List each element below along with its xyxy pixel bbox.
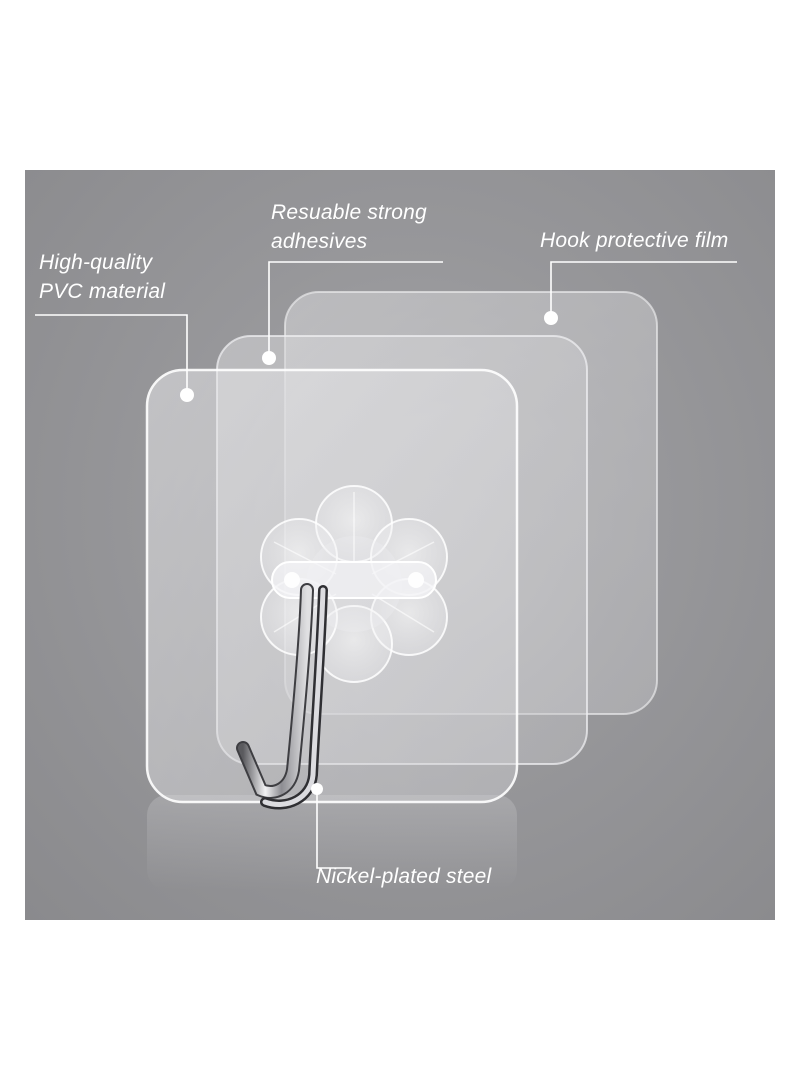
film-marker-dot: [544, 311, 558, 325]
steel-callout-line1: Nickel-plated steel: [316, 865, 492, 888]
adhesive-leader-line: [268, 261, 443, 358]
pvc-callout-line1: High-quality: [39, 251, 153, 274]
film-callout: Hook protective film: [540, 226, 728, 255]
adhesive-callout-line2: adhesives: [271, 230, 368, 253]
pvc-callout: High-quality PVC material: [39, 248, 165, 306]
pvc-leader-line: [35, 314, 188, 395]
leader-lines: [35, 261, 737, 869]
steel-marker-dot: [311, 783, 323, 795]
steel-leader-line: [316, 790, 351, 869]
film-callout-line1: Hook protective film: [540, 229, 729, 252]
steel-hook-icon: [236, 583, 328, 810]
pvc-callout-line2: PVC material: [39, 280, 166, 303]
pvc-marker-dot: [180, 388, 194, 402]
product-image-panel: High-quality PVC material Resuable stron…: [25, 170, 775, 920]
steel-callout: Nickel-plated steel: [316, 862, 491, 891]
adhesive-marker-dot: [262, 351, 276, 365]
adhesive-callout-line1: Resuable strong: [271, 201, 427, 224]
floor-reflection: [147, 795, 517, 890]
film-leader-line: [550, 261, 737, 318]
adhesive-callout: Resuable strong adhesives: [271, 198, 427, 256]
product-illustration: [35, 261, 737, 890]
